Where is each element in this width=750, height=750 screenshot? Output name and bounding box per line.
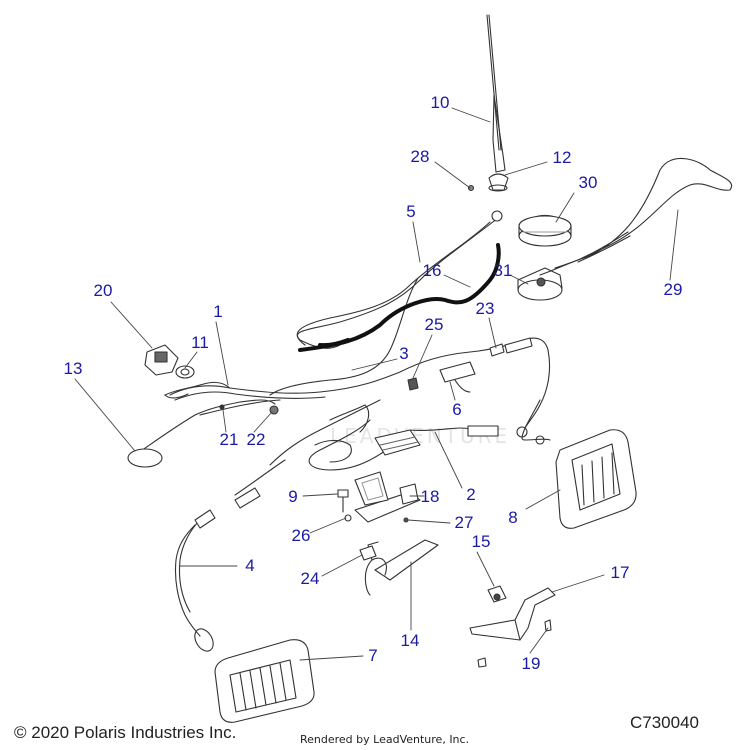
speaker-7 bbox=[214, 639, 315, 723]
connector-block bbox=[314, 404, 421, 463]
callout-26[interactable]: 26 bbox=[291, 526, 311, 545]
speaker-8 bbox=[555, 429, 637, 529]
callout-1[interactable]: 1 bbox=[213, 302, 223, 321]
harness-branch-21 bbox=[134, 399, 276, 456]
clip-25 bbox=[407, 377, 419, 391]
harness-cable-5 bbox=[297, 217, 499, 349]
callout-15[interactable]: 15 bbox=[471, 532, 491, 551]
callout-27[interactable]: 27 bbox=[454, 513, 474, 532]
bracket-17 bbox=[469, 587, 556, 641]
callout-31[interactable]: 31 bbox=[493, 261, 513, 280]
callout-29[interactable]: 29 bbox=[663, 280, 683, 299]
antenna-mast bbox=[467, 14, 509, 192]
connector-23 bbox=[489, 343, 505, 357]
switch-20 bbox=[144, 344, 179, 376]
puck-antenna bbox=[518, 214, 572, 247]
callout-23[interactable]: 23 bbox=[475, 299, 495, 318]
grommet-11 bbox=[175, 365, 195, 379]
tie-21 bbox=[219, 404, 225, 410]
bracket-14 bbox=[364, 539, 439, 596]
callout-21[interactable]: 21 bbox=[219, 430, 239, 449]
callout-13[interactable]: 13 bbox=[63, 359, 83, 378]
callout-12[interactable]: 12 bbox=[552, 148, 572, 167]
callout-28[interactable]: 28 bbox=[410, 147, 430, 166]
callout-3[interactable]: 3 bbox=[399, 344, 409, 363]
diagram-code: C730040 bbox=[630, 713, 700, 732]
callout-8[interactable]: 8 bbox=[508, 508, 518, 527]
callout-10[interactable]: 10 bbox=[430, 93, 450, 112]
callout-11[interactable]: 11 bbox=[191, 333, 209, 352]
black-cable-16 bbox=[298, 243, 501, 352]
callout-7[interactable]: 7 bbox=[368, 646, 378, 665]
copyright-text: © 2020 Polaris Industries Inc. bbox=[14, 723, 237, 742]
sensor-disk-13 bbox=[127, 448, 163, 468]
callout-5[interactable]: 5 bbox=[406, 202, 416, 221]
callout-16[interactable]: 16 bbox=[422, 261, 442, 280]
callout-2[interactable]: 2 bbox=[466, 485, 476, 504]
inline-connector-6 bbox=[439, 361, 476, 383]
screw-19 bbox=[544, 619, 552, 632]
rendered-by-text: Rendered by LeadVenture, Inc. bbox=[300, 733, 470, 746]
callout-24[interactable]: 24 bbox=[300, 569, 320, 588]
main-harness-1 bbox=[169, 337, 551, 429]
screw-27 bbox=[403, 517, 409, 523]
callout-9[interactable]: 9 bbox=[288, 487, 298, 506]
rear-harness-4 bbox=[174, 524, 201, 637]
antenna-cable bbox=[539, 157, 733, 276]
antenna-nut bbox=[467, 184, 475, 192]
connector-24 bbox=[359, 545, 377, 561]
callout-22[interactable]: 22 bbox=[246, 430, 266, 449]
callout-17[interactable]: 17 bbox=[610, 563, 630, 582]
callout-30[interactable]: 30 bbox=[578, 173, 598, 192]
callout-25[interactable]: 25 bbox=[424, 315, 444, 334]
callout-14[interactable]: 14 bbox=[400, 631, 420, 650]
switch-15 bbox=[487, 585, 507, 603]
bolt-9 bbox=[337, 489, 349, 513]
antenna-mount bbox=[517, 267, 563, 301]
callout-18[interactable]: 18 bbox=[420, 487, 440, 506]
callout-20[interactable]: 20 bbox=[93, 281, 113, 300]
callout-19[interactable]: 19 bbox=[521, 654, 541, 673]
callout-4[interactable]: 4 bbox=[245, 556, 255, 575]
callout-6[interactable]: 6 bbox=[452, 400, 462, 419]
